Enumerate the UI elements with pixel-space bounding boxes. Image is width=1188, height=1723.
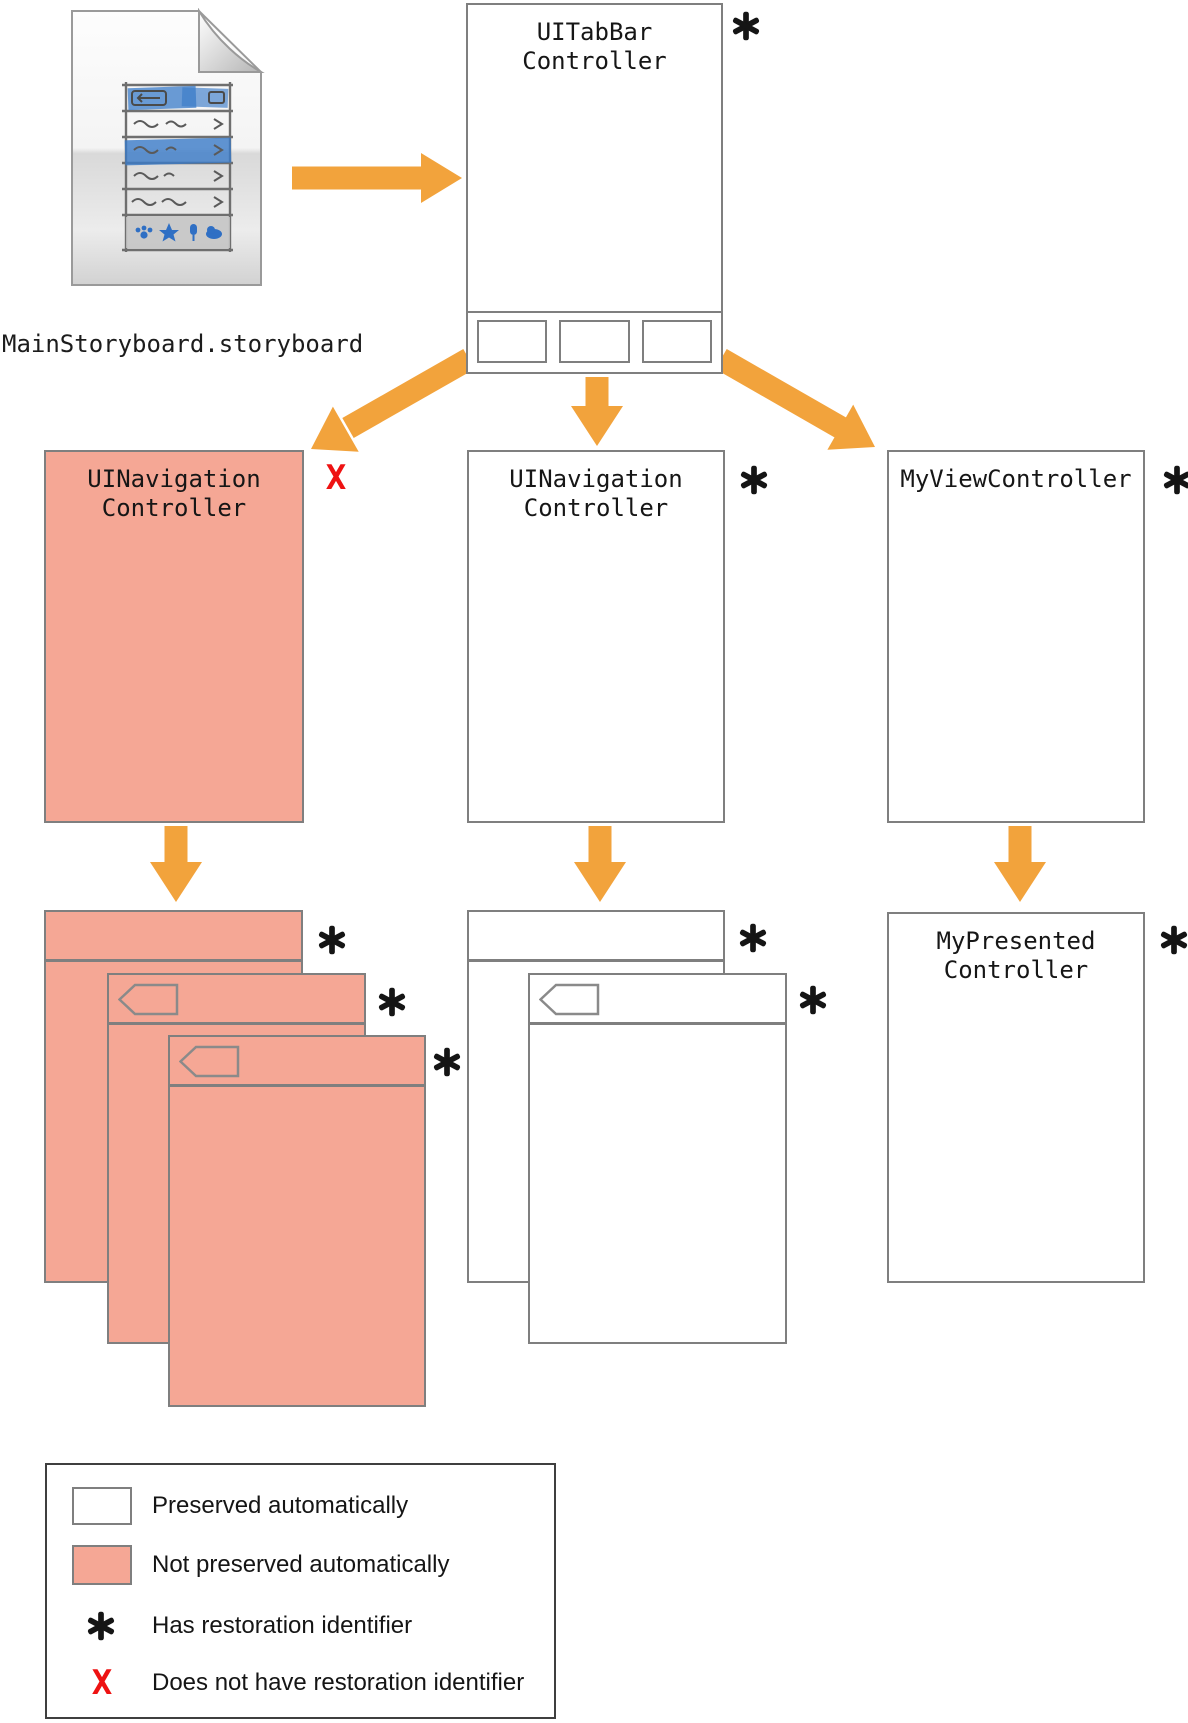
no-restoration-x-marker: X <box>91 1663 113 1703</box>
sketch-tabbar-icons <box>135 223 222 242</box>
nav-bar-divider <box>170 1084 424 1087</box>
nav-bar-divider <box>530 1022 785 1025</box>
nav-bar-divider <box>46 959 301 962</box>
storyboard-document-icon <box>71 8 265 286</box>
storyboard-file-label: MainStoryboard.storyboard <box>2 330 364 358</box>
nav-bar-divider <box>469 959 723 962</box>
node-nav-controller-preserved: UINavigation Controller <box>467 450 725 823</box>
node-title: UITabBar Controller <box>522 18 667 75</box>
arrow-tabbar-to-white-nav <box>571 377 623 446</box>
legend-swatch-not-preserved <box>72 1545 132 1585</box>
node-my-presented-controller: MyPresented Controller <box>887 912 1145 1283</box>
arrow-storyboard-to-tabbar <box>292 153 462 203</box>
arrow-tabbar-to-pink-nav <box>311 349 475 452</box>
has-restoration-asterisk-icon <box>798 985 828 1015</box>
tab-bar-item <box>559 320 630 363</box>
white-stack-view-2 <box>528 973 787 1344</box>
arrow-tabbar-to-myviewcontroller <box>715 349 875 450</box>
has-restoration-asterisk-icon <box>86 1611 116 1641</box>
legend-swatch-preserved <box>72 1487 132 1525</box>
node-title: MyViewController <box>900 465 1132 493</box>
arrow-myvc-to-presented <box>994 826 1046 902</box>
nav-bar-divider <box>109 1022 364 1025</box>
has-restoration-asterisk-icon <box>731 11 761 41</box>
has-restoration-asterisk-icon <box>739 465 769 495</box>
has-restoration-asterisk-icon <box>1159 925 1188 955</box>
arrow-white-nav-to-stack <box>574 826 626 902</box>
node-title: UINavigation Controller <box>509 465 683 522</box>
node-title: UINavigation Controller <box>87 465 261 522</box>
tab-bar-item <box>641 320 712 363</box>
no-restoration-x-marker: X <box>325 458 347 498</box>
sketch-row-squiggles <box>131 118 224 208</box>
node-tab-bar-controller: UITabBar Controller <box>466 3 723 374</box>
has-restoration-asterisk-icon <box>317 925 347 955</box>
has-restoration-asterisk-icon <box>432 1047 462 1077</box>
back-button-shape <box>118 983 179 1016</box>
back-button-shape <box>179 1045 240 1078</box>
back-button-shape <box>539 983 600 1016</box>
has-restoration-asterisk-icon <box>377 987 407 1017</box>
node-title: MyPresented Controller <box>936 927 1096 984</box>
tab-bar <box>468 311 721 372</box>
pink-stack-view-3 <box>168 1035 426 1407</box>
tab-bar-item <box>477 320 548 363</box>
has-restoration-asterisk-icon <box>1162 465 1188 495</box>
node-my-view-controller: MyViewController <box>887 450 1145 823</box>
node-nav-controller-not-preserved: UINavigation Controller <box>44 450 304 823</box>
arrow-pink-nav-to-stack <box>150 826 202 902</box>
has-restoration-asterisk-icon <box>738 923 768 953</box>
legend-label: Does not have restoration identifier <box>152 1669 525 1696</box>
legend-label: Has restoration identifier <box>152 1612 413 1639</box>
legend-label: Preserved automatically <box>152 1492 409 1519</box>
sketch-nav-widgets <box>131 90 225 106</box>
legend: Preserved automatically Not preserved au… <box>45 1463 556 1719</box>
legend-label: Not preserved automatically <box>152 1551 450 1578</box>
